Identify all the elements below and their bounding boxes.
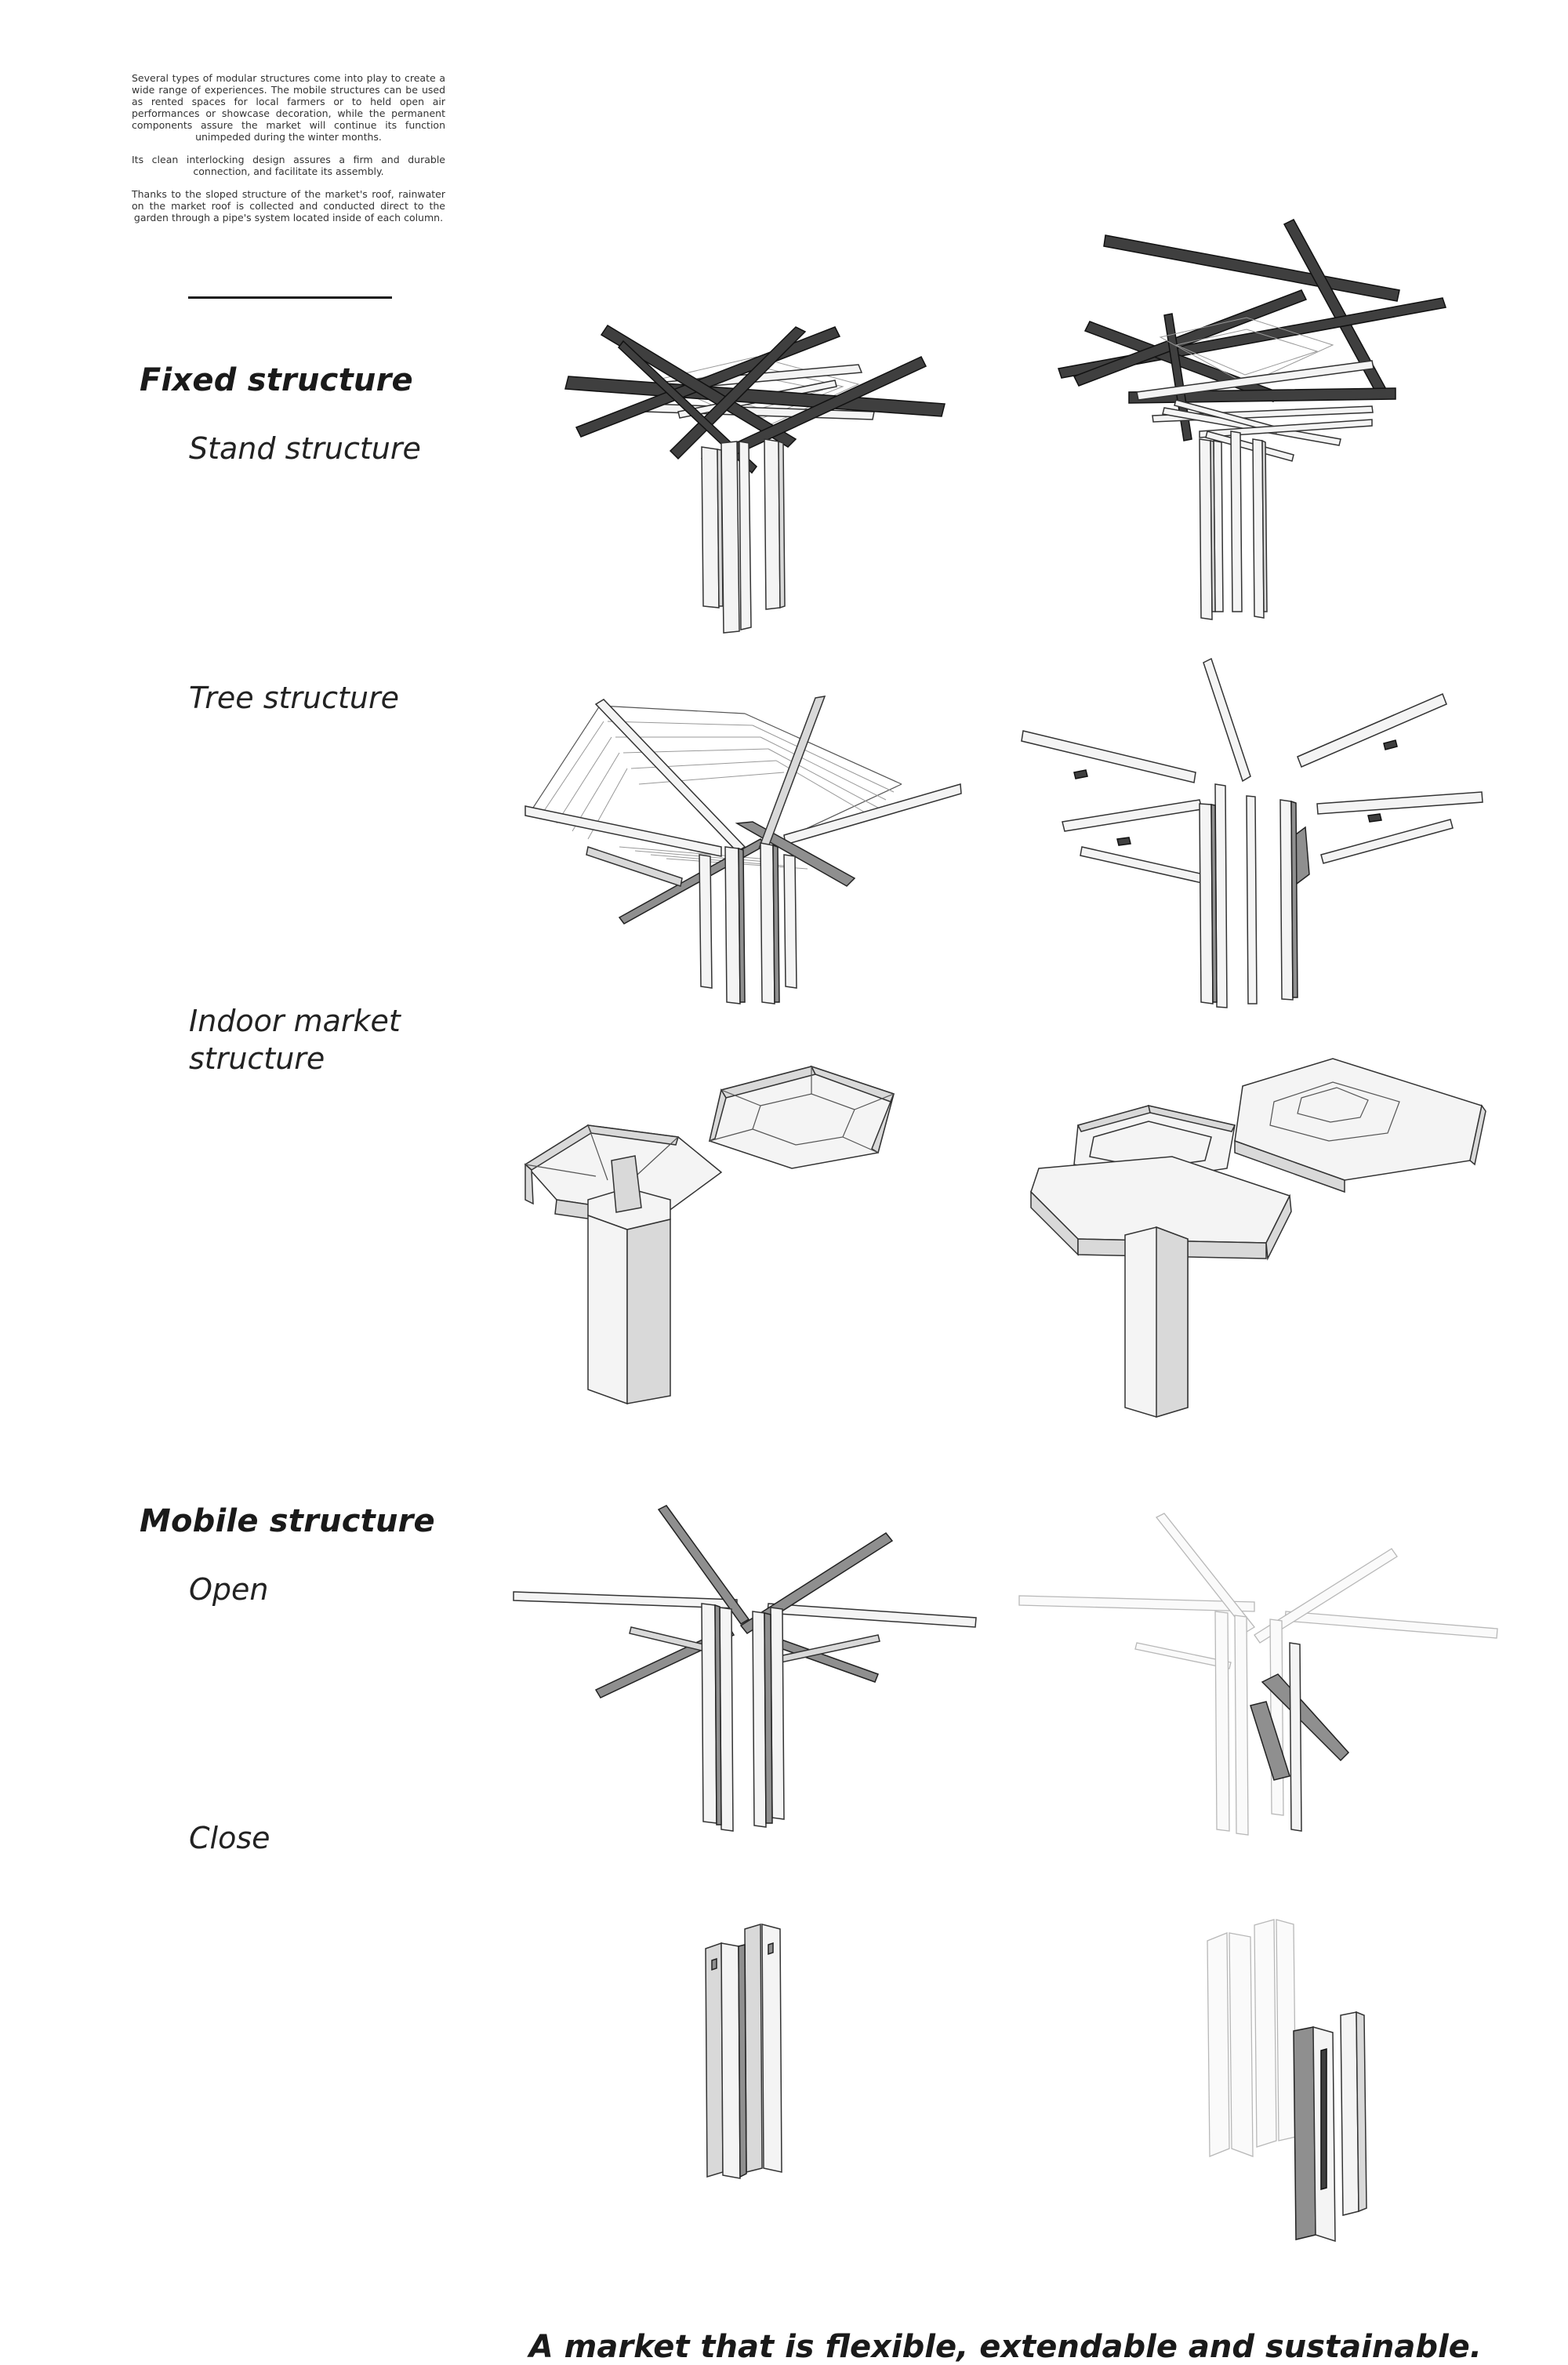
mobile-open-exploded-drawing xyxy=(1018,1513,1505,1847)
tagline: A market that is flexible, extendable an… xyxy=(528,2329,1482,2365)
tree-structure-heading: Tree structure xyxy=(189,681,400,715)
intro-paragraph-1: Several types of modular structures come… xyxy=(132,72,445,143)
mobile-open-assembled-drawing xyxy=(510,1505,980,1839)
fixed-structure-heading: Fixed structure xyxy=(140,362,413,398)
indoor-market-structure-exploded-drawing xyxy=(1030,1039,1501,1419)
close-heading: Close xyxy=(189,1821,270,1855)
stand-structure-exploded-drawing xyxy=(1043,219,1450,627)
stand-structure-assembled-drawing xyxy=(561,310,953,639)
indoor-market-structure-heading: Indoor market structure xyxy=(189,1004,401,1076)
mobile-close-assembled-drawing xyxy=(690,1913,847,2188)
tree-structure-exploded-drawing xyxy=(1021,657,1494,1012)
intro-divider xyxy=(188,296,392,299)
tree-structure-assembled-drawing xyxy=(524,690,964,1019)
intro-paragraph-2: Its clean interlocking design assures a … xyxy=(132,154,445,177)
mobile-close-exploded-drawing xyxy=(1176,1913,1411,2251)
indoor-market-structure-assembled-drawing xyxy=(510,1051,980,1419)
open-heading: Open xyxy=(189,1572,269,1607)
intro-text: Several types of modular structures come… xyxy=(132,72,445,234)
mobile-structure-heading: Mobile structure xyxy=(140,1503,435,1539)
stand-structure-heading: Stand structure xyxy=(189,431,421,466)
intro-paragraph-3: Thanks to the sloped structure of the ma… xyxy=(132,188,445,223)
